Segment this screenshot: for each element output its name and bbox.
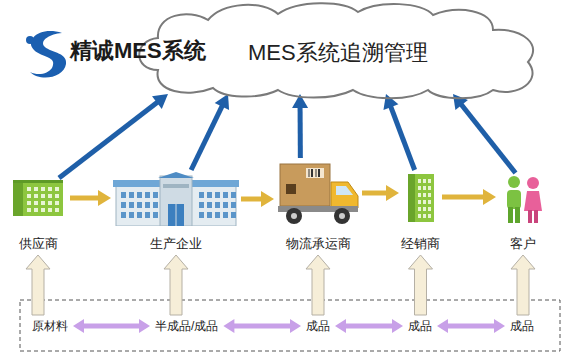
- supplier-icon: [8, 180, 68, 216]
- entity-node: 物流承运商: [276, 160, 360, 252]
- entity-label: 经销商: [401, 236, 440, 252]
- trace-arrow: [383, 94, 414, 170]
- dealer-icon: [404, 172, 438, 222]
- material-label: 成品: [306, 318, 330, 334]
- entity-label: 生产企业: [150, 236, 202, 252]
- material-link-arrow: [335, 319, 403, 333]
- supply-up-arrow: [306, 255, 330, 315]
- entity-node: 生产企业: [113, 172, 239, 252]
- cloud-title: MES系统追溯管理: [248, 40, 428, 66]
- customer-icon: [498, 175, 548, 223]
- entity-label: 客户: [510, 236, 536, 252]
- supply-up-arrow: [409, 255, 433, 315]
- trace-arrow: [59, 94, 168, 178]
- material-node: 原材料: [32, 318, 68, 334]
- material-node: 半成品/成品: [155, 318, 218, 334]
- entity-label: 供应商: [19, 236, 58, 252]
- entity-label: 物流承运商: [286, 236, 351, 252]
- entity-node: 客户: [498, 175, 548, 252]
- trace-arrow: [453, 94, 516, 173]
- supply-up-arrow: [511, 255, 535, 315]
- material-node: 成品: [408, 318, 432, 334]
- material-label: 半成品/成品: [155, 318, 218, 334]
- material-link-arrow: [437, 319, 505, 333]
- trace-arrow: [292, 94, 308, 158]
- material-label: 原材料: [32, 318, 68, 334]
- trace-arrow: [191, 94, 229, 170]
- dashed-band: [20, 300, 560, 351]
- flow-arrow: [362, 185, 399, 201]
- entity-node: 经销商: [401, 172, 440, 252]
- material-node: 成品: [306, 318, 330, 334]
- logo-dot: [26, 36, 34, 44]
- material-link-arrow: [223, 319, 301, 333]
- truck-icon: [276, 160, 360, 226]
- factory-icon: [113, 172, 239, 226]
- flow-arrow: [442, 189, 496, 205]
- supply-up-arrow: [164, 255, 188, 315]
- logo-swoosh: [30, 31, 66, 77]
- material-node: 成品: [510, 318, 534, 334]
- logo-watermark: 精诚MES系统: [70, 38, 206, 64]
- material-label: 成品: [408, 318, 432, 334]
- material-link-arrow: [73, 319, 150, 333]
- material-label: 成品: [510, 318, 534, 334]
- entity-node: 供应商: [8, 180, 68, 252]
- flow-arrow: [70, 190, 111, 206]
- supply-up-arrow: [26, 255, 50, 315]
- flow-arrow: [241, 191, 274, 207]
